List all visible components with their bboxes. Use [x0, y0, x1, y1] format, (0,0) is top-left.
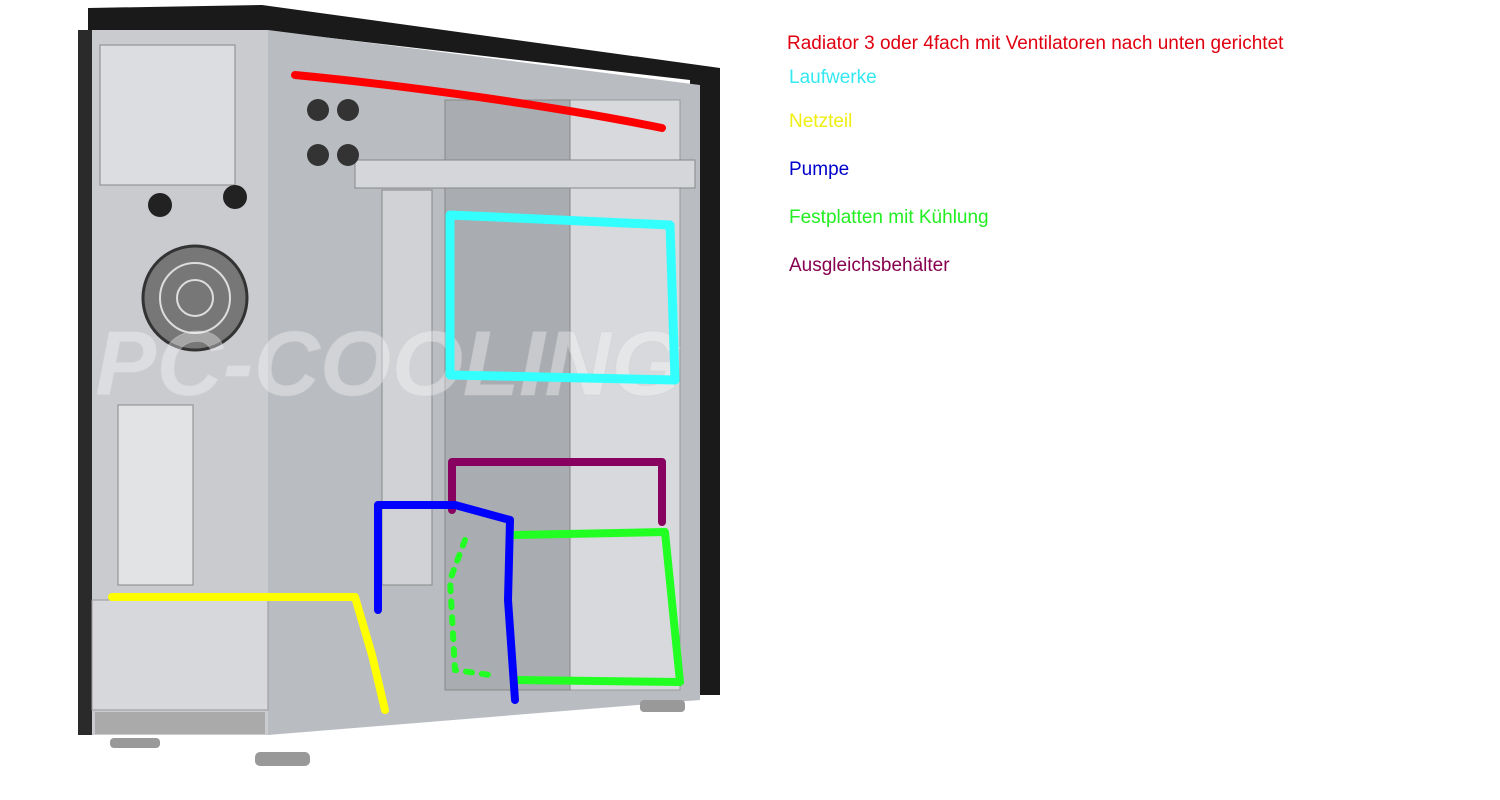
- expansion-slot-covers: [99, 44, 236, 586]
- label-psu: Netzteil: [789, 111, 853, 132]
- psu-marker: [108, 593, 389, 714]
- case-foot: [255, 752, 310, 766]
- fan-grille-icon: [141, 244, 249, 352]
- cross-bar: [354, 159, 696, 189]
- case-left-edge: [78, 30, 92, 735]
- label-reservoir: Ausgleichsbehälter: [789, 255, 950, 276]
- support-bracket: [381, 189, 433, 586]
- bottom-vent: [95, 712, 265, 734]
- label-radiator: Radiator 3 oder 4fach mit Ventilatoren n…: [787, 33, 1284, 54]
- watermark: PC-COOLING: [95, 313, 683, 415]
- case-foot: [640, 700, 685, 712]
- radiator-marker: [291, 71, 666, 132]
- label-pump: Pumpe: [789, 159, 850, 180]
- hdd-marker-left: [447, 537, 493, 678]
- case-foot: [110, 738, 160, 748]
- label-hdd: Festplatten mit Kühlung: [789, 207, 989, 228]
- drives-marker: [445, 210, 680, 385]
- pump-marker: [374, 501, 519, 704]
- psu-bay: [91, 599, 269, 711]
- case-top-edge: [88, 5, 720, 695]
- hdd-marker: [511, 528, 684, 686]
- label-drives: Laufwerke: [789, 67, 877, 88]
- reservoir-marker: [448, 458, 666, 526]
- drive-bay-column: [569, 99, 681, 691]
